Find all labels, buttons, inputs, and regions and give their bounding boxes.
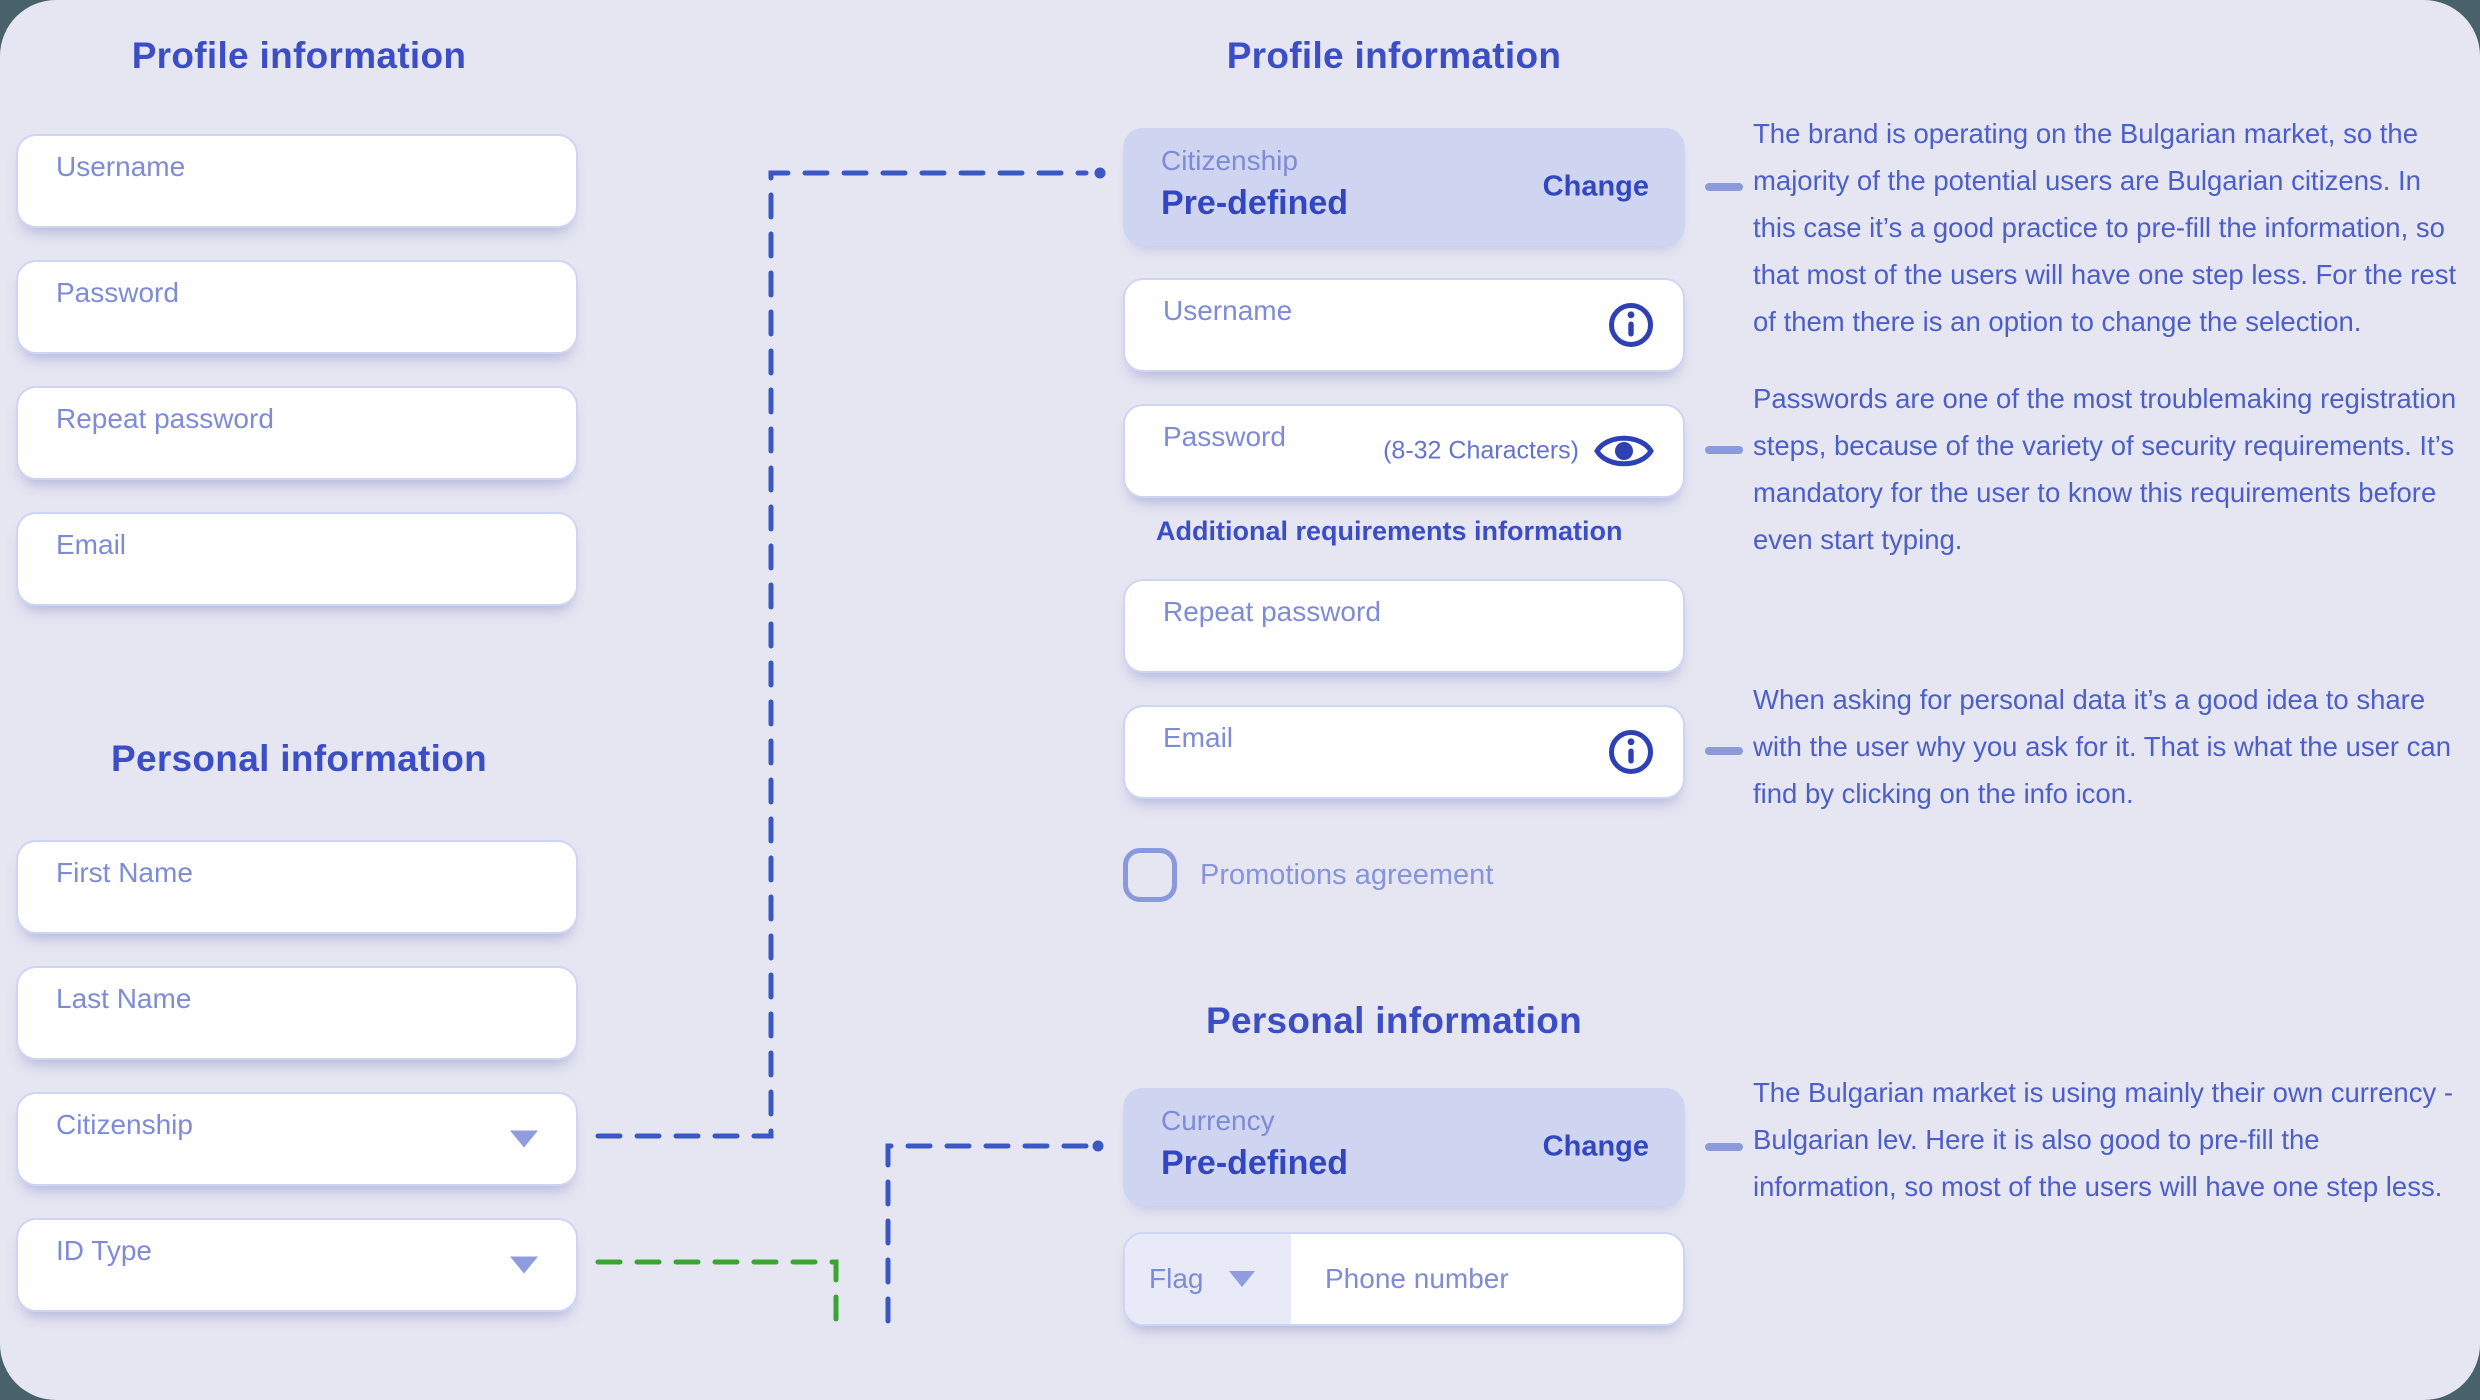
phone-number-field[interactable]: Flag Phone number bbox=[1123, 1232, 1685, 1326]
left-username-label: Username bbox=[56, 151, 186, 182]
info-icon[interactable] bbox=[1607, 301, 1655, 349]
right-password-field[interactable]: Password (8-32 Characters) bbox=[1123, 404, 1685, 498]
info-icon[interactable] bbox=[1607, 728, 1655, 776]
first-name-field[interactable]: First Name bbox=[16, 840, 578, 934]
right-personal-heading: Personal information bbox=[1205, 1000, 1583, 1041]
connector-citizenship-line bbox=[595, 170, 1089, 1139]
connector-id-type-line bbox=[595, 1259, 839, 1327]
promotions-checkbox[interactable] bbox=[1123, 848, 1177, 902]
right-password-label: Password bbox=[1163, 421, 1286, 452]
left-personal-heading: Personal information bbox=[110, 738, 488, 779]
left-username-field[interactable]: Username bbox=[16, 134, 578, 228]
password-hint: (8-32 Characters) bbox=[1383, 436, 1579, 465]
right-repeat-password-field[interactable]: Repeat password bbox=[1123, 579, 1685, 673]
left-password-field[interactable]: Password bbox=[16, 260, 578, 354]
currency-change-button[interactable]: Change bbox=[1542, 1130, 1649, 1163]
additional-requirements-heading: Additional requirements information bbox=[1156, 516, 1623, 546]
left-password-label: Password bbox=[56, 277, 179, 308]
right-username-field[interactable]: Username bbox=[1123, 278, 1685, 372]
currency-card-value: Pre-defined bbox=[1161, 1144, 1349, 1182]
citizenship-dropdown-label: Citizenship bbox=[56, 1109, 193, 1140]
left-email-label: Email bbox=[56, 529, 127, 560]
right-repeat-password-label: Repeat password bbox=[1163, 596, 1381, 627]
annotation-password: Passwords are one of the most troublemak… bbox=[1753, 383, 2457, 555]
flag-label: Flag bbox=[1149, 1263, 1204, 1294]
left-profile-heading: Profile information bbox=[131, 35, 467, 76]
promotions-checkbox-label: Promotions agreement bbox=[1200, 859, 1494, 891]
right-profile-heading: Profile information bbox=[1226, 35, 1562, 76]
right-username-label: Username bbox=[1163, 295, 1293, 326]
annotation-dash-icon bbox=[1705, 747, 1743, 755]
annotation-dash-icon bbox=[1705, 183, 1743, 191]
citizenship-card-value: Pre-defined bbox=[1161, 184, 1349, 222]
id-type-dropdown[interactable]: ID Type bbox=[16, 1218, 578, 1312]
chevron-down-icon bbox=[510, 1130, 538, 1148]
citizenship-predefined-card: Citizenship Pre-defined Change bbox=[1123, 128, 1685, 246]
citizenship-card-label: Citizenship bbox=[1161, 145, 1298, 176]
annotation-citizenship: The brand is operating on the Bulgarian … bbox=[1753, 118, 2457, 337]
left-repeat-password-label: Repeat password bbox=[56, 403, 274, 434]
phone-number-placeholder: Phone number bbox=[1325, 1263, 1509, 1294]
connector-endpoint-dot bbox=[1094, 167, 1106, 179]
left-email-field[interactable]: Email bbox=[16, 512, 578, 606]
citizenship-dropdown[interactable]: Citizenship bbox=[16, 1092, 578, 1186]
annotation-dash-icon bbox=[1705, 1143, 1743, 1151]
citizenship-change-button[interactable]: Change bbox=[1542, 170, 1649, 203]
connector-currency-line bbox=[885, 1143, 1089, 1327]
flag-selector[interactable]: Flag bbox=[1125, 1234, 1291, 1324]
right-email-field[interactable]: Email bbox=[1123, 705, 1685, 799]
last-name-label: Last Name bbox=[56, 983, 192, 1014]
annotation-email: When asking for personal data it’s a goo… bbox=[1753, 684, 2452, 809]
connector-endpoint-dot bbox=[1092, 1140, 1104, 1152]
currency-predefined-card: Currency Pre-defined Change bbox=[1123, 1088, 1685, 1206]
chevron-down-icon bbox=[510, 1256, 538, 1274]
chevron-down-icon bbox=[1229, 1271, 1255, 1287]
currency-card-label: Currency bbox=[1161, 1105, 1275, 1136]
first-name-label: First Name bbox=[56, 857, 193, 888]
annotation-dash-icon bbox=[1705, 446, 1743, 454]
last-name-field[interactable]: Last Name bbox=[16, 966, 578, 1060]
id-type-dropdown-label: ID Type bbox=[56, 1235, 152, 1266]
annotation-currency: The Bulgarian market is using mainly the… bbox=[1753, 1077, 2454, 1202]
left-repeat-password-field[interactable]: Repeat password bbox=[16, 386, 578, 480]
eye-icon[interactable] bbox=[1593, 430, 1655, 472]
right-email-label: Email bbox=[1163, 722, 1234, 753]
